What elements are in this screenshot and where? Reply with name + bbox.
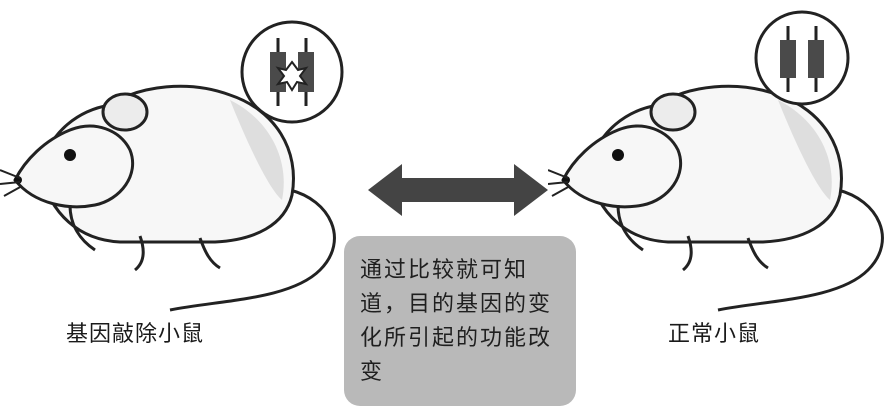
- normal-mouse-illustration: [548, 10, 884, 312]
- normal-gene-icon: [754, 10, 850, 106]
- mutated-gene-icon: [240, 20, 344, 124]
- double-arrow-icon: [368, 164, 548, 216]
- knockout-mouse-label: 基因敲除小鼠: [66, 322, 205, 347]
- mouse-body-left: [0, 84, 336, 312]
- normal-mouse-label: 正常小鼠: [668, 322, 761, 347]
- comparison-note-box: 通过比较就可知道，目的基因的变化所引起的功能改变: [344, 236, 576, 406]
- mouse-body-right: [548, 84, 884, 312]
- comparison-note-text: 通过比较就可知道，目的基因的变化所引起的功能改变: [360, 258, 553, 385]
- knockout-mouse-illustration: [0, 20, 344, 312]
